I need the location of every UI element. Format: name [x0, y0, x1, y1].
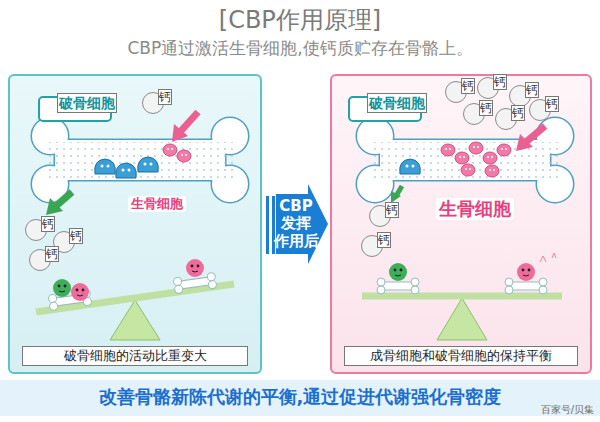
calcium-symbol: 钙	[511, 105, 525, 121]
calcium-circle: 钙	[529, 99, 551, 121]
calcium-symbol: 钙	[525, 82, 539, 98]
title: [CBP作用原理]	[0, 4, 600, 36]
calcium-symbol: 钙	[545, 96, 559, 112]
arrow-label: CBP 发挥 作用后	[271, 198, 321, 250]
calcium-circle: 钙	[445, 81, 467, 103]
subtitle: CBP通过激活生骨细胞,使钙质贮存在骨骼上。	[0, 38, 600, 58]
watermark: 百家号/贝集	[541, 404, 594, 416]
calcium-circle: 钙	[29, 249, 51, 271]
calcium-symbol: 钙	[377, 232, 391, 248]
cell-tag: 破骨细胞	[38, 96, 112, 122]
calcium-circle: 钙	[361, 235, 383, 257]
calcium-symbol: 钙	[45, 246, 59, 262]
calcium-symbol: 钙	[461, 78, 475, 94]
state-panel: 破骨细胞的活动比重变大破骨细胞钙钙钙钙	[8, 74, 262, 374]
cell-label: 生骨细胞	[436, 198, 514, 220]
calcium-symbol: 钙	[41, 216, 55, 232]
calcium-circle: 钙	[142, 92, 164, 114]
cell-label: 生骨细胞	[128, 196, 186, 212]
cell-tag: 破骨细胞	[348, 96, 422, 122]
cell-name: 破骨细胞	[367, 93, 427, 113]
panel-caption: 破骨细胞的活动比重变大	[22, 346, 248, 366]
calcium-circle: 钙	[495, 108, 517, 130]
calcium-symbol: 钙	[385, 202, 399, 218]
calcium-circle: 钙	[369, 205, 391, 227]
state-panel: 成骨细胞和破骨细胞的保持平衡破骨细胞钙钙钙钙钙钙钙钙	[330, 74, 592, 374]
calcium-symbol: 钙	[69, 228, 83, 244]
caption: 改善骨骼新陈代谢的平衡,通过促进代谢强化骨密度	[0, 385, 600, 409]
calcium-symbol: 钙	[493, 74, 507, 90]
calcium-circle: 钙	[25, 219, 47, 241]
cell-name: 破骨细胞	[57, 93, 117, 113]
calcium-circle: 钙	[477, 77, 499, 99]
calcium-circle: 钙	[463, 103, 485, 125]
calcium-symbol: 钙	[479, 100, 493, 116]
calcium-symbol: 钙	[158, 89, 172, 105]
calcium-circle: 钙	[509, 85, 531, 107]
panel-caption: 成骨细胞和破骨细胞的保持平衡	[344, 346, 578, 366]
